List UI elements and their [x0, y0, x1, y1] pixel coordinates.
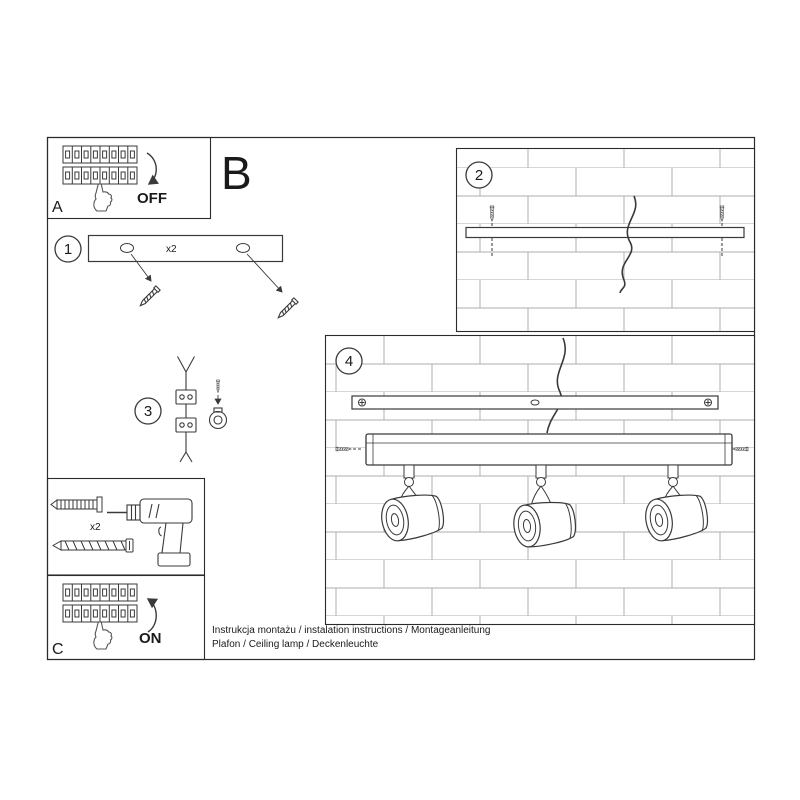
- mounting-bar: [465, 226, 745, 239]
- step-2-illustration: [455, 147, 756, 333]
- brick-wall: [455, 147, 756, 333]
- footer-line-1: Instrukcja montażu / instalation instruc…: [212, 625, 491, 636]
- hand-icon: [93, 621, 113, 650]
- step-1-badge: [54, 235, 82, 263]
- step-3-illustration: [134, 356, 228, 463]
- power-cable: [619, 195, 637, 294]
- step-2-badge: [465, 161, 493, 189]
- label-off: OFF: [137, 190, 167, 207]
- screw-icon: [137, 285, 161, 309]
- mounting-bracket: [351, 395, 719, 410]
- step-1-number: 1: [64, 241, 72, 258]
- panel-a-label: A: [52, 199, 63, 216]
- power-cable: [546, 337, 566, 434]
- step-2-number: 2: [475, 167, 483, 184]
- breaker-panel-icon: [62, 145, 138, 185]
- mounting-bar: [87, 234, 284, 263]
- spotlight-right: [641, 464, 711, 544]
- drill-icon: [107, 498, 193, 567]
- wall-plug-icon: [50, 496, 103, 513]
- label-on: ON: [139, 630, 162, 647]
- plugs-quantity: x2: [90, 522, 101, 533]
- panel-c-label: C: [52, 641, 64, 658]
- spotlight-middle: [510, 464, 579, 550]
- lamp-canopy: [365, 433, 733, 466]
- hand-icon: [93, 183, 113, 212]
- step-3-number: 3: [144, 403, 152, 420]
- breaker-panel-icon: [62, 583, 138, 623]
- section-b-label: B: [221, 147, 252, 199]
- spotlight-left: [377, 464, 447, 544]
- screw-icon: [216, 379, 220, 393]
- step-3-badge: [134, 397, 162, 425]
- flip-up-arrow-icon: [146, 598, 159, 633]
- wire-connector-icon: [175, 356, 197, 463]
- step-1-illustration: [54, 234, 299, 321]
- panel-a-power-off: [46, 136, 212, 220]
- cable-clamp-icon: [208, 407, 228, 430]
- footer-line-2: Plafon / Ceiling lamp / Deckenleuchte: [212, 639, 379, 650]
- screw-icon: [51, 538, 134, 553]
- flip-down-arrow-icon: [146, 152, 160, 185]
- panel-c-power-on: [46, 574, 206, 661]
- step-4-badge: [335, 347, 363, 375]
- tools-panel: [46, 477, 206, 576]
- step-4-illustration: [324, 334, 756, 626]
- screws-quantity: x2: [166, 244, 177, 255]
- screw-icon: [275, 297, 299, 321]
- step-4-number: 4: [345, 353, 353, 370]
